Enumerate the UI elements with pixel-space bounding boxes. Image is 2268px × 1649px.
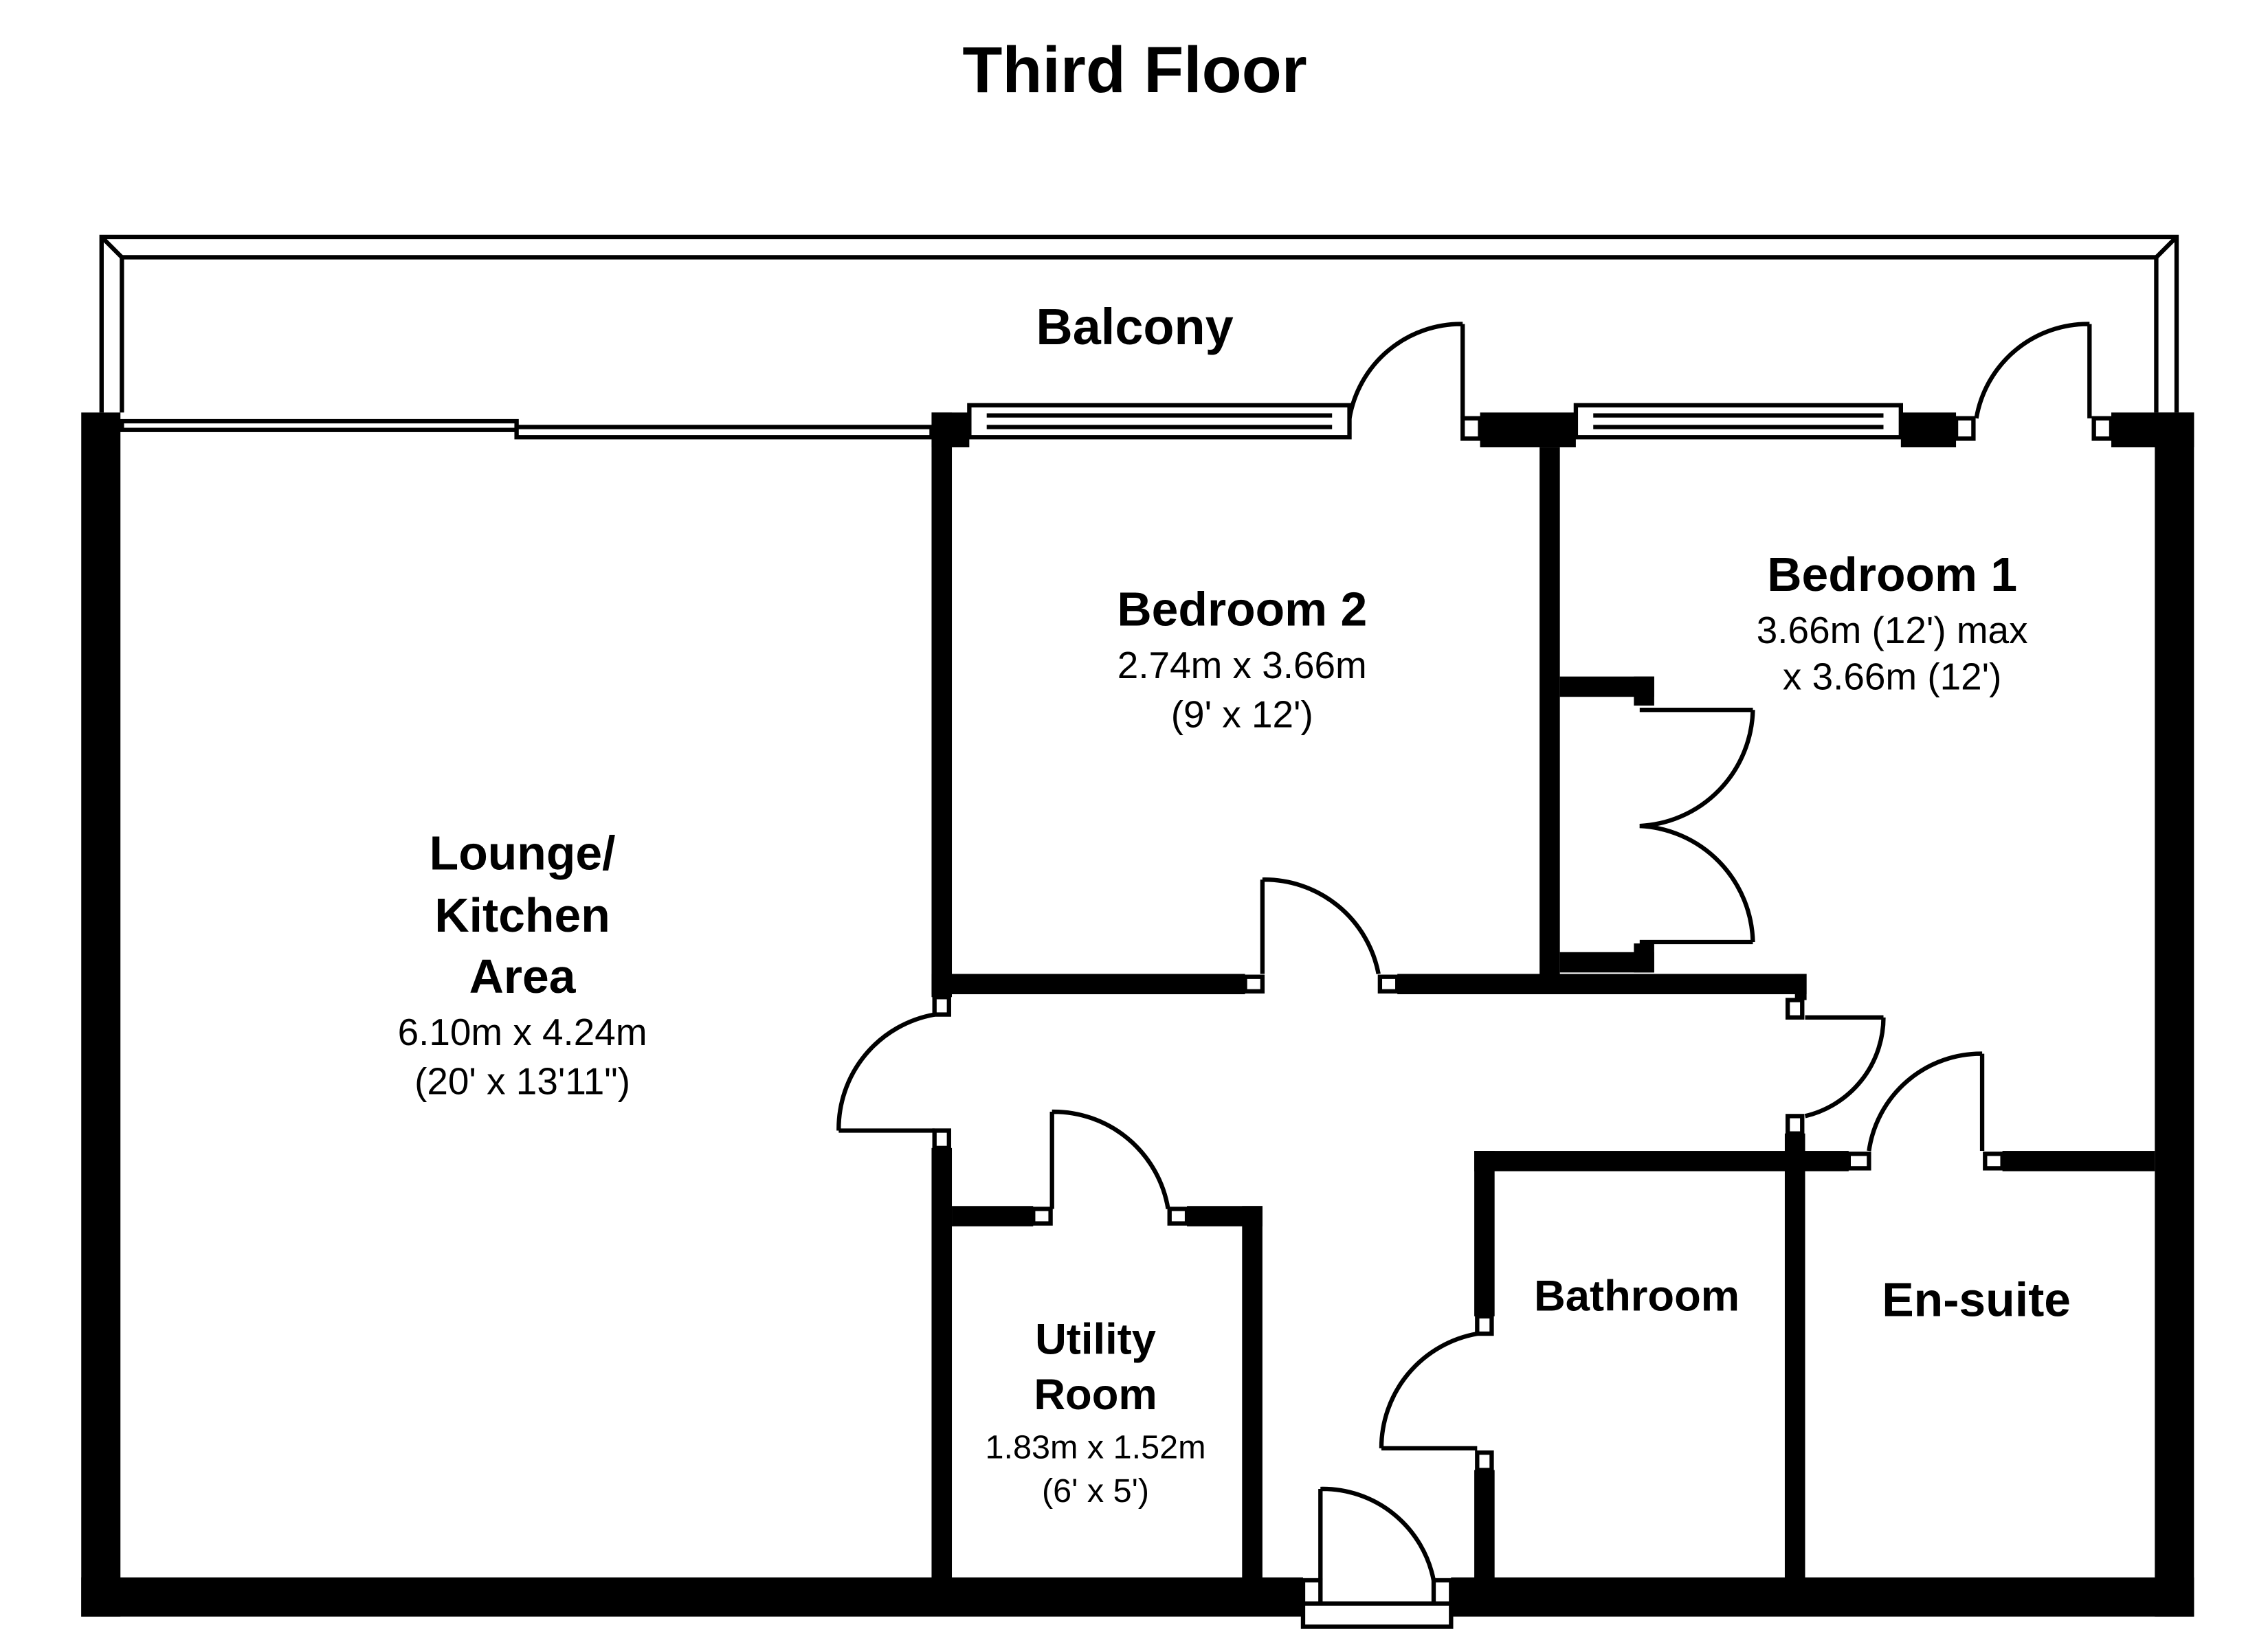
bedroom-2-size-imperial: (9' x 12') bbox=[1171, 693, 1313, 736]
bedroom-1-name: Bedroom 1 bbox=[1767, 548, 2017, 601]
utility-size-metric: 1.83m x 1.52m bbox=[985, 1429, 1205, 1466]
door-swings bbox=[836, 322, 2092, 1581]
bedroom-1-size-metric: 3.66m (12') max bbox=[1757, 609, 2028, 651]
bathroom-name: Bathroom bbox=[1534, 1272, 1739, 1320]
utility-size-imperial: (6' x 5') bbox=[1042, 1472, 1149, 1510]
balcony-outline bbox=[99, 234, 2179, 413]
exterior-walls bbox=[81, 412, 2194, 1617]
sliding-door-lounge bbox=[120, 418, 934, 440]
window-bedroom-2 bbox=[967, 403, 1352, 440]
bedroom-2-labels: Bedroom 2 2.74m x 3.66m (9' x 12') bbox=[1117, 583, 1367, 736]
bedroom-1-labels: Bedroom 1 3.66m (12') max x 3.66m (12') bbox=[1757, 548, 2028, 698]
door-jambs bbox=[932, 416, 2114, 1629]
utility-name-line-1: Utility bbox=[1035, 1316, 1156, 1364]
ensuite-name: En-suite bbox=[1882, 1273, 2071, 1327]
window-bedroom-1 bbox=[1573, 403, 1904, 440]
floor-title: Third Floor bbox=[962, 34, 1307, 106]
bedroom-1-size-imperial: x 3.66m (12') bbox=[1783, 655, 2002, 698]
lounge-name-line-2: Kitchen bbox=[434, 888, 610, 942]
bedroom-2-size-metric: 2.74m x 3.66m bbox=[1118, 644, 1367, 686]
lounge-name-line-1: Lounge/ bbox=[430, 826, 616, 879]
interior-walls bbox=[931, 412, 2155, 1584]
lounge-name-line-3: Area bbox=[469, 950, 577, 1003]
balcony-label: Balcony bbox=[1036, 298, 1233, 355]
utility-name-line-2: Room bbox=[1034, 1371, 1157, 1419]
lounge-size-metric: 6.10m x 4.24m bbox=[398, 1011, 647, 1053]
lounge-size-imperial: (20' x 13'11") bbox=[414, 1060, 630, 1103]
utility-labels: Utility Room 1.83m x 1.52m (6' x 5') bbox=[985, 1316, 1205, 1510]
bedroom-2-name: Bedroom 2 bbox=[1117, 583, 1367, 636]
lounge-labels: Lounge/ Kitchen Area 6.10m x 4.24m (20' … bbox=[398, 826, 647, 1102]
